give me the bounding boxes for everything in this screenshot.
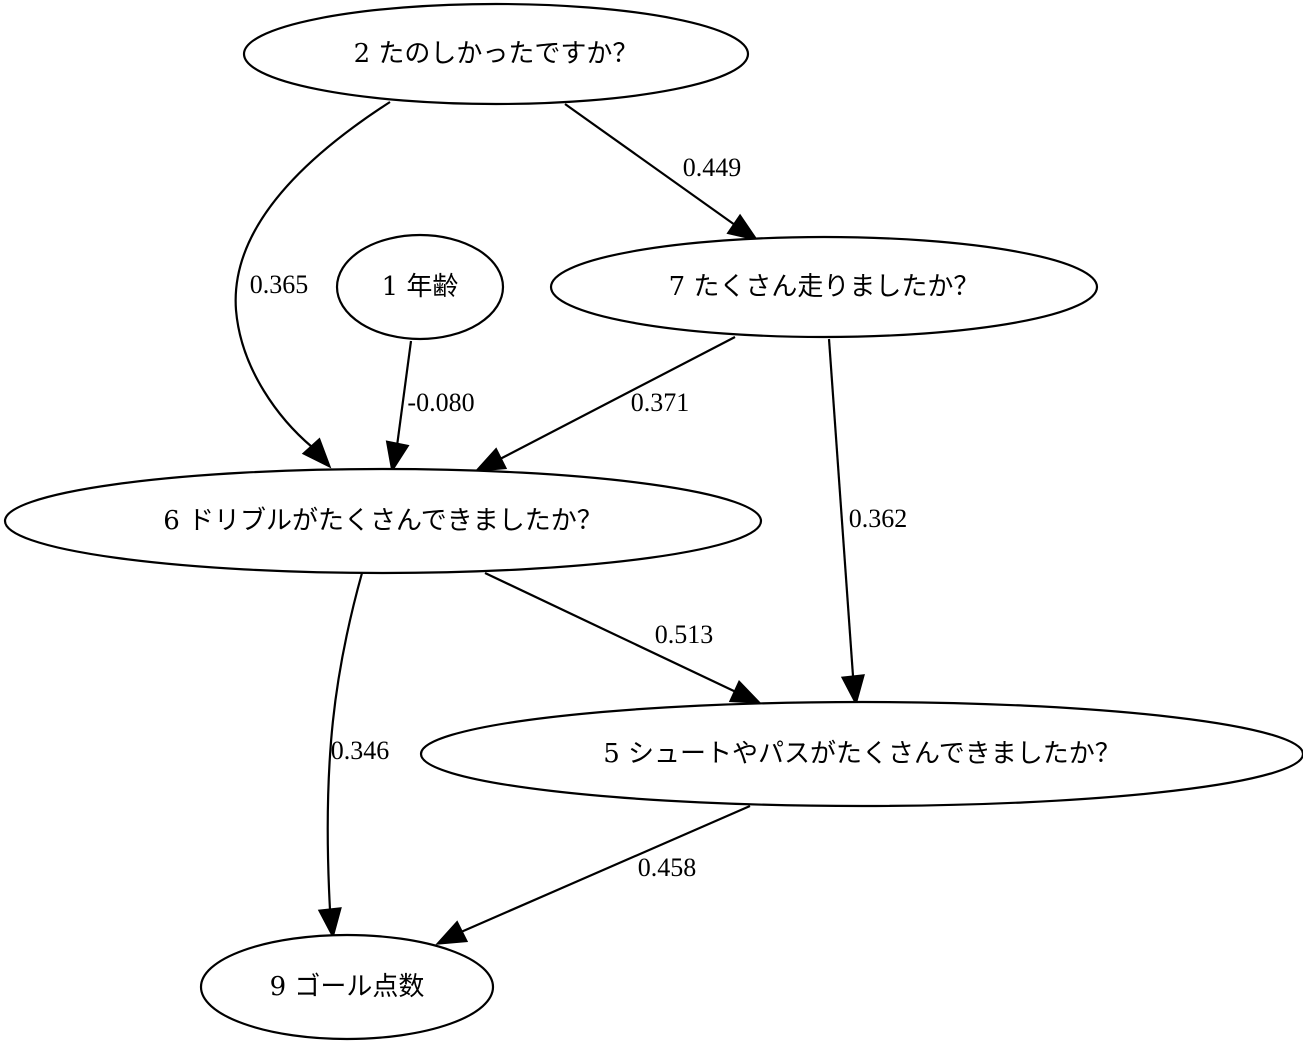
edge-line [326, 572, 364, 911]
arrowhead [301, 437, 332, 469]
node-n5: 5 シュートやパスがたくさんできましたか？ [420, 700, 1303, 808]
edge-weight-label: -0.080 [407, 388, 474, 417]
node-ellipse [335, 233, 505, 341]
node-label: 6 ドリブルがたくさんできましたか？ [163, 506, 603, 536]
edge-n2-to-n6: 0.365 [234, 101, 391, 469]
node-ellipse [420, 700, 1303, 808]
edge-weight-label: 0.362 [849, 504, 908, 533]
arrowhead [435, 920, 469, 945]
edge-weight-label: 0.513 [655, 620, 714, 649]
node-ellipse [3, 467, 763, 575]
node-n9: 9 ゴール点数 [199, 933, 495, 1041]
edges: 0.449 0.365 -0.080 0.371 0.362 0.513 0.346 0.45… [234, 101, 908, 945]
node-n2: 2 たのしかったですか？ [242, 2, 750, 106]
edge-line [395, 340, 413, 447]
edge-line [484, 572, 737, 693]
nodes: 2 たのしかったですか？ 1 年齢 7 たくさん走りましたか？ 6 ドリブルがたくさん… [3, 2, 1303, 1041]
node-ellipse [242, 2, 750, 106]
edge-weight-label: 0.458 [638, 853, 697, 882]
node-label: 7 たくさん走りましたか？ [669, 272, 980, 302]
node-label: 5 シュートやパスがたくさんできましたか？ [603, 739, 1121, 769]
edge-weight-label: 0.346 [331, 736, 390, 765]
edge-weight-label: 0.449 [683, 153, 742, 182]
edge-line [234, 101, 391, 448]
edge-n2-to-n7: 0.449 [564, 103, 759, 242]
node-ellipse [199, 933, 495, 1041]
edge-n5-to-n9: 0.458 [435, 804, 751, 945]
node-label: 1 年齢 [382, 272, 459, 302]
edge-n6-to-n5: 0.513 [484, 572, 762, 704]
edge-line [564, 103, 736, 226]
edge-n6-to-n9: 0.346 [317, 572, 390, 940]
node-n7: 7 たくさん走りましたか？ [549, 235, 1099, 339]
arrowhead [474, 447, 508, 472]
arrowhead [317, 907, 342, 940]
edge-weight-label: 0.365 [250, 270, 309, 299]
node-label: 9 ゴール点数 [270, 972, 425, 1002]
edge-weight-label: 0.371 [631, 388, 690, 417]
edge-n7-to-n5: 0.362 [827, 338, 908, 707]
edge-line [460, 804, 751, 934]
edge-line [827, 338, 855, 677]
edge-line [499, 336, 736, 460]
node-n6: 6 ドリブルがたくさんできましたか？ [3, 467, 763, 575]
node-ellipse [549, 235, 1099, 339]
arrowhead [726, 213, 759, 242]
edge-n7-to-n6: 0.371 [474, 336, 736, 472]
node-n1: 1 年齢 [335, 233, 505, 341]
node-label: 2 たのしかったですか？ [354, 39, 639, 69]
arrowhead [728, 680, 762, 704]
arrowhead [840, 674, 865, 707]
edge-n1-to-n6: -0.080 [385, 340, 475, 474]
arrowhead [385, 440, 410, 474]
